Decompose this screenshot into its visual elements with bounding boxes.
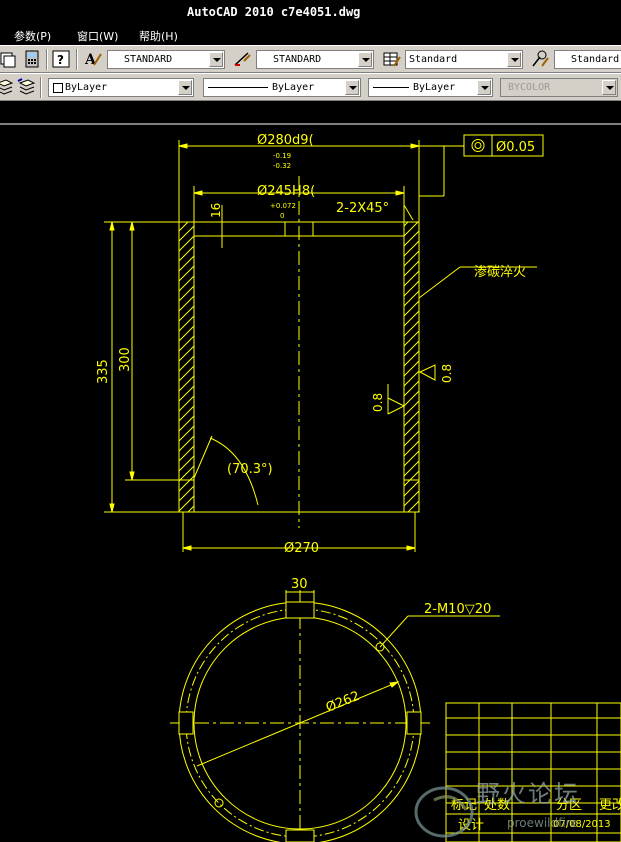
chevron-down-icon[interactable]: [178, 80, 192, 95]
table-style-icon[interactable]: [382, 49, 402, 69]
toolbar-separator: [76, 49, 78, 70]
text-style-icon[interactable]: A: [83, 49, 103, 69]
lineweight-control-select[interactable]: ByLayer: [368, 78, 493, 97]
menu-item-window[interactable]: 窗口(W): [77, 30, 119, 43]
watermark-latin: proewildfire: [507, 816, 578, 830]
title-change: 更改: [599, 798, 621, 813]
gdt-frame: Ø0.05: [463, 134, 544, 157]
svg-text:A: A: [84, 52, 97, 68]
dim-30: 30: [291, 577, 308, 592]
calculator-icon[interactable]: [22, 49, 42, 69]
dimension-style-select[interactable]: STANDARD: [256, 50, 374, 69]
chevron-down-icon[interactable]: [345, 80, 359, 95]
plotstyle-control-select: BYCOLOR: [500, 78, 618, 97]
chamfer-dim: 2-2X45°: [336, 201, 389, 216]
inner-diameter-dim: Ø245H8(: [257, 184, 315, 199]
roughness-right: 0.8: [440, 364, 454, 383]
right-wall-section: [403, 221, 420, 513]
watermark-chinese: 野火论坛: [476, 780, 580, 808]
dim-300: 300: [118, 347, 133, 372]
inner-tol-upper: +0.072: [270, 202, 296, 210]
toolbar-separator: [40, 77, 42, 98]
forum-watermark: 野火论坛 proewildfire: [404, 770, 621, 842]
section-view: [104, 140, 537, 552]
window-title: AutoCAD 2010 c7e4051.dwg: [187, 5, 361, 19]
chevron-down-icon[interactable]: [209, 52, 223, 67]
dimension-style-icon[interactable]: [232, 49, 252, 69]
chevron-down-icon[interactable]: [507, 52, 521, 67]
properties-toolbar: ByLayer ByLayer ByLayer BYCOLOR: [0, 73, 621, 101]
chevron-down-icon[interactable]: [358, 52, 372, 67]
title-zone: 分区: [556, 798, 582, 813]
title-date: 07/08/2013: [553, 819, 611, 830]
layer-previous-icon[interactable]: [16, 77, 36, 97]
inner-tol-lower: 0: [280, 212, 284, 220]
plan-texts: 30 2-M10▽20 Ø262: [291, 577, 491, 716]
menu-bar: 参数(P) 窗口(W) 帮助(H): [0, 24, 621, 46]
toolbar-separator: [46, 49, 48, 70]
menu-item-help[interactable]: 帮助(H): [139, 30, 178, 43]
concentricity-icon: [471, 139, 485, 152]
linetype-sample: [208, 87, 268, 88]
bottom-diameter-dim: Ø270: [284, 541, 319, 556]
layer-states-icon[interactable]: [0, 77, 14, 97]
lineweight-sample: [373, 87, 409, 88]
left-wall-section: [178, 221, 195, 513]
title-count: 处数: [484, 798, 510, 813]
help-icon[interactable]: ?: [51, 49, 71, 69]
sheet-set-icon[interactable]: [0, 49, 18, 69]
styles-toolbar: ? A STANDARD STANDARD Standard Standard: [0, 45, 621, 73]
menu-item-parameters[interactable]: 参数(P): [14, 30, 52, 43]
gdt-value: Ø0.05: [496, 140, 535, 155]
outer-tol-lower: -0.32: [273, 162, 291, 170]
circle-diameter-dim: Ø262: [324, 689, 362, 716]
title-block: [445, 702, 621, 842]
carburize-note: 渗碳淬火: [474, 265, 526, 280]
color-control-select[interactable]: ByLayer: [48, 78, 194, 97]
thread-callout: 2-M10▽20: [424, 602, 491, 617]
title-bar: AutoCAD 2010 c7e4051.dwg: [0, 0, 621, 24]
chevron-down-icon[interactable]: [477, 80, 491, 95]
drawing-canvas[interactable]: Ø0.05 Ø280d9( -0.19 -0.32 Ø245H8( +0.072…: [0, 101, 621, 842]
chevron-down-icon: [602, 80, 616, 95]
text-style-select[interactable]: STANDARD: [107, 50, 225, 69]
roughness-left: 0.8: [371, 393, 385, 412]
outer-tol-upper: -0.19: [273, 152, 291, 160]
dim-16: 16: [209, 203, 223, 218]
angle-dim: (70.3°): [227, 462, 273, 477]
svg-text:?: ?: [57, 53, 64, 67]
multileader-style-select[interactable]: Standard: [554, 50, 621, 69]
color-swatch: [53, 83, 63, 93]
dimension-texts: Ø280d9( -0.19 -0.32 Ø245H8( +0.072 0 2-2…: [96, 133, 526, 556]
linetype-control-select[interactable]: ByLayer: [203, 78, 361, 97]
outer-diameter-dim: Ø280d9(: [257, 133, 314, 148]
multileader-style-icon[interactable]: [530, 49, 550, 69]
dim-335: 335: [96, 359, 111, 384]
table-style-select[interactable]: Standard: [405, 50, 523, 69]
plan-view: [170, 590, 500, 842]
